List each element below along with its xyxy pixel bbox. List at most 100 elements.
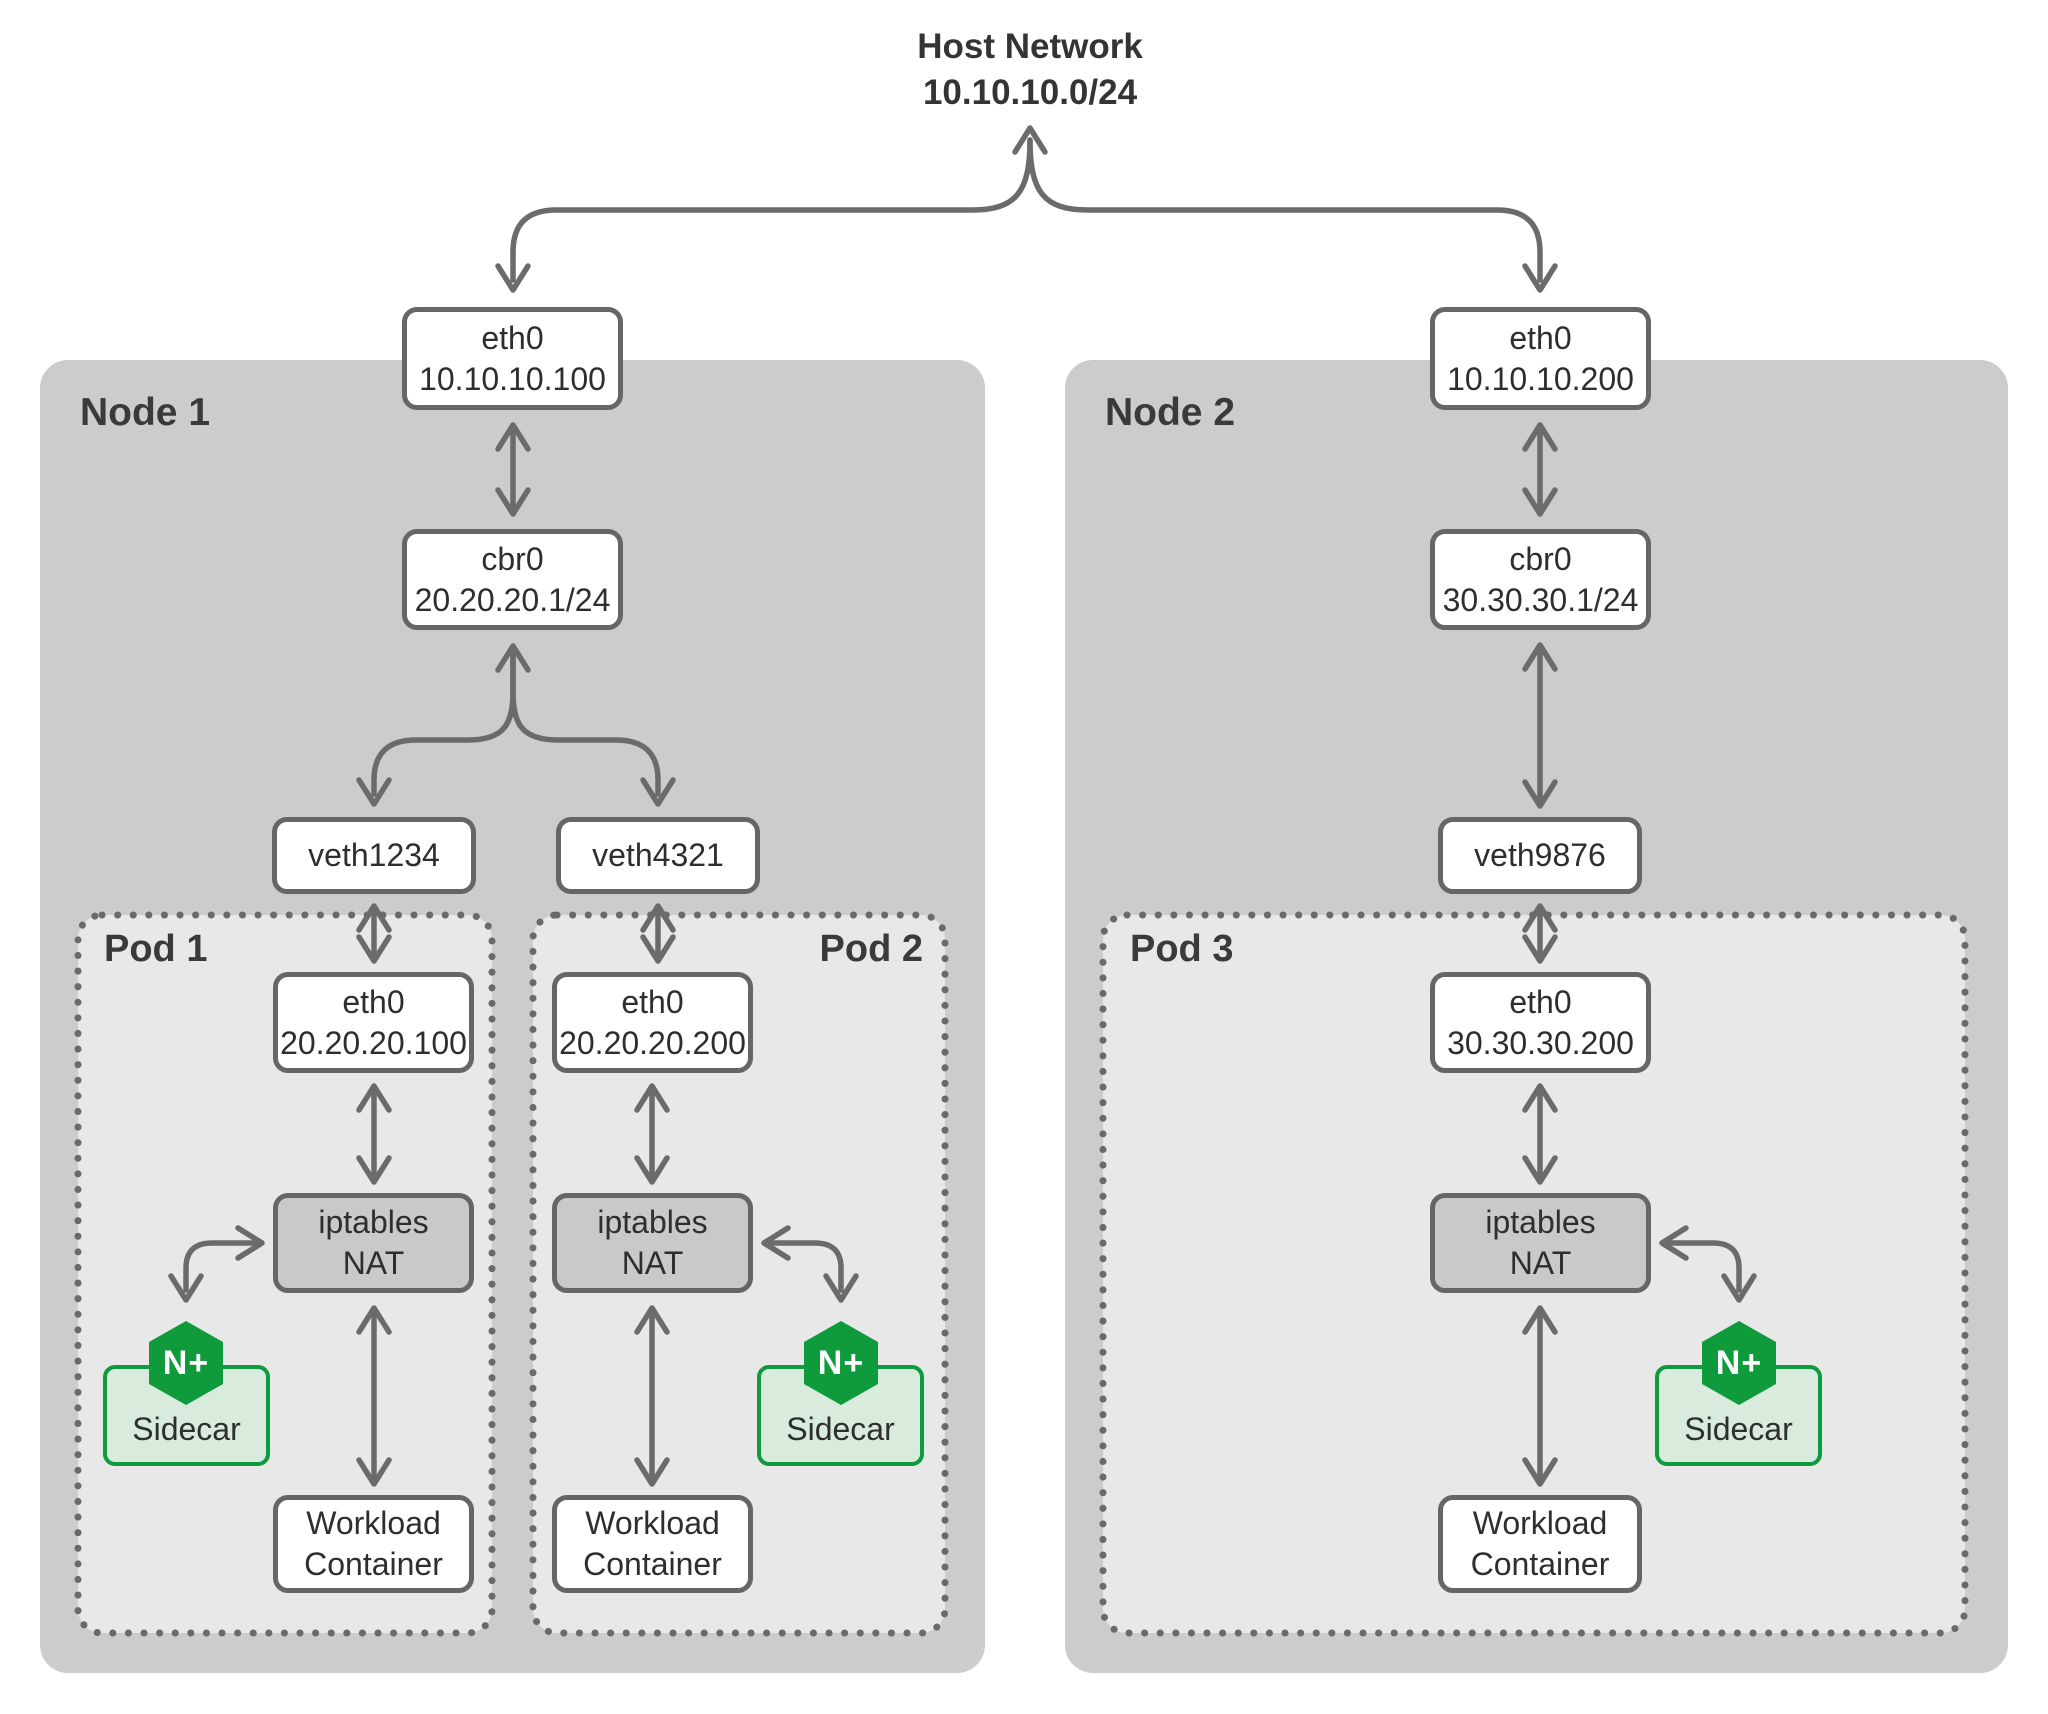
pod3-iptables-box: iptables NAT: [1430, 1193, 1651, 1293]
pod1-workload-box: Workload Container: [273, 1495, 474, 1593]
workload-label: Workload: [306, 1505, 441, 1541]
node1-eth0-box: eth0 10.10.10.100: [402, 307, 623, 410]
arrowhead-down: [495, 263, 531, 293]
interface-name: eth0: [481, 319, 544, 356]
pod2-workload-box: Workload Container: [552, 1495, 753, 1593]
arrowhead-up: [634, 1305, 670, 1335]
arrowhead-down: [640, 777, 676, 807]
interface-name: eth0: [342, 983, 405, 1020]
pod3-sidecar-iptables-connector: [1665, 1240, 1742, 1293]
arrowhead-down: [634, 1155, 670, 1185]
workload-label: Workload: [1472, 1505, 1608, 1541]
arrowhead-down: [356, 934, 392, 964]
cbr0-to-veth4321-connector: [510, 647, 661, 797]
container-label: Container: [304, 1546, 443, 1582]
nginx-plus-icon-text: N+: [162, 1343, 210, 1382]
arrowhead-up: [1522, 903, 1558, 933]
nginx-plus-icon-text: N+: [817, 1343, 865, 1382]
container-label: Container: [583, 1546, 722, 1582]
arrowhead-up: [1522, 1305, 1558, 1335]
arrowhead-up: [1522, 1083, 1558, 1113]
node1-veth1234-box: veth1234: [272, 817, 476, 894]
veth-name: veth1234: [308, 837, 440, 873]
arrowhead-left: [761, 1225, 791, 1261]
arrows: [168, 125, 1757, 1487]
arrowhead-down: [1522, 934, 1558, 964]
bridge-subnet: 20.20.20.1/24: [414, 581, 611, 618]
nat-label: NAT: [621, 1245, 684, 1281]
arrowhead-up: [356, 903, 392, 933]
workload-label: Workload: [585, 1505, 720, 1541]
node2-eth0-box: eth0 10.10.10.200: [1430, 307, 1651, 410]
host-network-title: Host Network: [917, 27, 1143, 66]
pod1-eth0-box: eth0 20.20.20.100: [273, 972, 474, 1073]
bridge-name: cbr0: [1509, 540, 1572, 577]
nginx-plus-icon: N+: [1702, 1321, 1776, 1405]
pod2-eth0-box: eth0 20.20.20.200: [552, 972, 753, 1073]
arrowhead-down: [823, 1273, 859, 1303]
arrowhead-down: [356, 1457, 392, 1487]
bridge-subnet: 30.30.30.1/24: [1442, 581, 1639, 618]
arrowhead-up: [356, 1083, 392, 1113]
interface-name: eth0: [621, 983, 684, 1020]
pod1-sidecar-iptables-connector: [183, 1240, 259, 1293]
node2-label: Node 2: [1105, 391, 1236, 434]
interface-ip: 10.10.10.200: [1447, 360, 1634, 397]
pod1-iptables-box: iptables NAT: [273, 1193, 474, 1293]
arrowhead-up: [495, 643, 531, 673]
arrowhead-down: [1721, 1273, 1757, 1303]
container-label: Container: [1470, 1546, 1610, 1582]
veth-name: veth4321: [592, 837, 724, 873]
pod2-sidecar-iptables-connector: [767, 1240, 844, 1293]
node2-veth9876-box: veth9876: [1438, 817, 1642, 894]
pod3-label: Pod 3: [1130, 928, 1234, 970]
arrowhead-up: [1012, 125, 1048, 155]
sidecar-label: Sidecar: [786, 1411, 895, 1447]
pod3-workload-box: Workload Container: [1438, 1495, 1642, 1593]
arrowhead-down: [1522, 779, 1558, 809]
arrowhead-down: [1522, 1155, 1558, 1185]
iptables-label: iptables: [318, 1204, 429, 1240]
arrowhead-down: [168, 1273, 204, 1303]
nat-label: NAT: [342, 1245, 405, 1281]
arrowhead-down: [356, 777, 392, 807]
iptables-label: iptables: [1485, 1204, 1596, 1240]
nginx-plus-icon-text: N+: [1715, 1343, 1763, 1382]
arrowhead-up: [1522, 422, 1558, 452]
pod2-iptables-box: iptables NAT: [552, 1193, 753, 1293]
host-network-subnet: 10.10.10.0/24: [922, 73, 1138, 112]
interface-ip: 20.20.20.200: [559, 1024, 746, 1061]
node1-cbr0-box: cbr0 20.20.20.1/24: [402, 529, 623, 630]
interface-ip: 30.30.30.200: [1447, 1024, 1634, 1061]
host-to-node2-connector: [1027, 137, 1543, 283]
sidecar-label: Sidecar: [1684, 1411, 1793, 1447]
arrowhead-up: [1522, 642, 1558, 672]
pod2-label: Pod 2: [819, 928, 923, 970]
arrowhead-down: [495, 487, 531, 517]
sidecar-label: Sidecar: [132, 1411, 241, 1447]
arrowhead-up: [495, 422, 531, 452]
arrowhead-down: [356, 1155, 392, 1185]
arrowhead-down: [634, 1457, 670, 1487]
veth-name: veth9876: [1474, 837, 1606, 873]
node1-label: Node 1: [80, 391, 211, 434]
pod3-eth0-box: eth0 30.30.30.200: [1430, 972, 1651, 1073]
pod1-label: Pod 1: [104, 928, 208, 970]
interface-name: eth0: [1509, 319, 1572, 356]
arrowhead-right: [235, 1225, 265, 1261]
iptables-label: iptables: [597, 1204, 708, 1240]
arrowhead-up: [634, 1083, 670, 1113]
host-to-node1-connector: [510, 137, 1033, 283]
bridge-name: cbr0: [481, 540, 544, 577]
arrowhead-down: [640, 934, 676, 964]
arrowhead-down: [1522, 1457, 1558, 1487]
diagram-title: Host Network 10.10.10.0/24: [825, 24, 1235, 116]
cbr0-to-veth1234-connector: [371, 647, 516, 797]
arrowhead-down: [1522, 487, 1558, 517]
node1-veth4321-box: veth4321: [556, 817, 760, 894]
arrowhead-up: [640, 903, 676, 933]
node2-cbr0-box: cbr0 30.30.30.1/24: [1430, 529, 1651, 630]
interface-name: eth0: [1509, 983, 1572, 1020]
arrowhead-up: [356, 1305, 392, 1335]
